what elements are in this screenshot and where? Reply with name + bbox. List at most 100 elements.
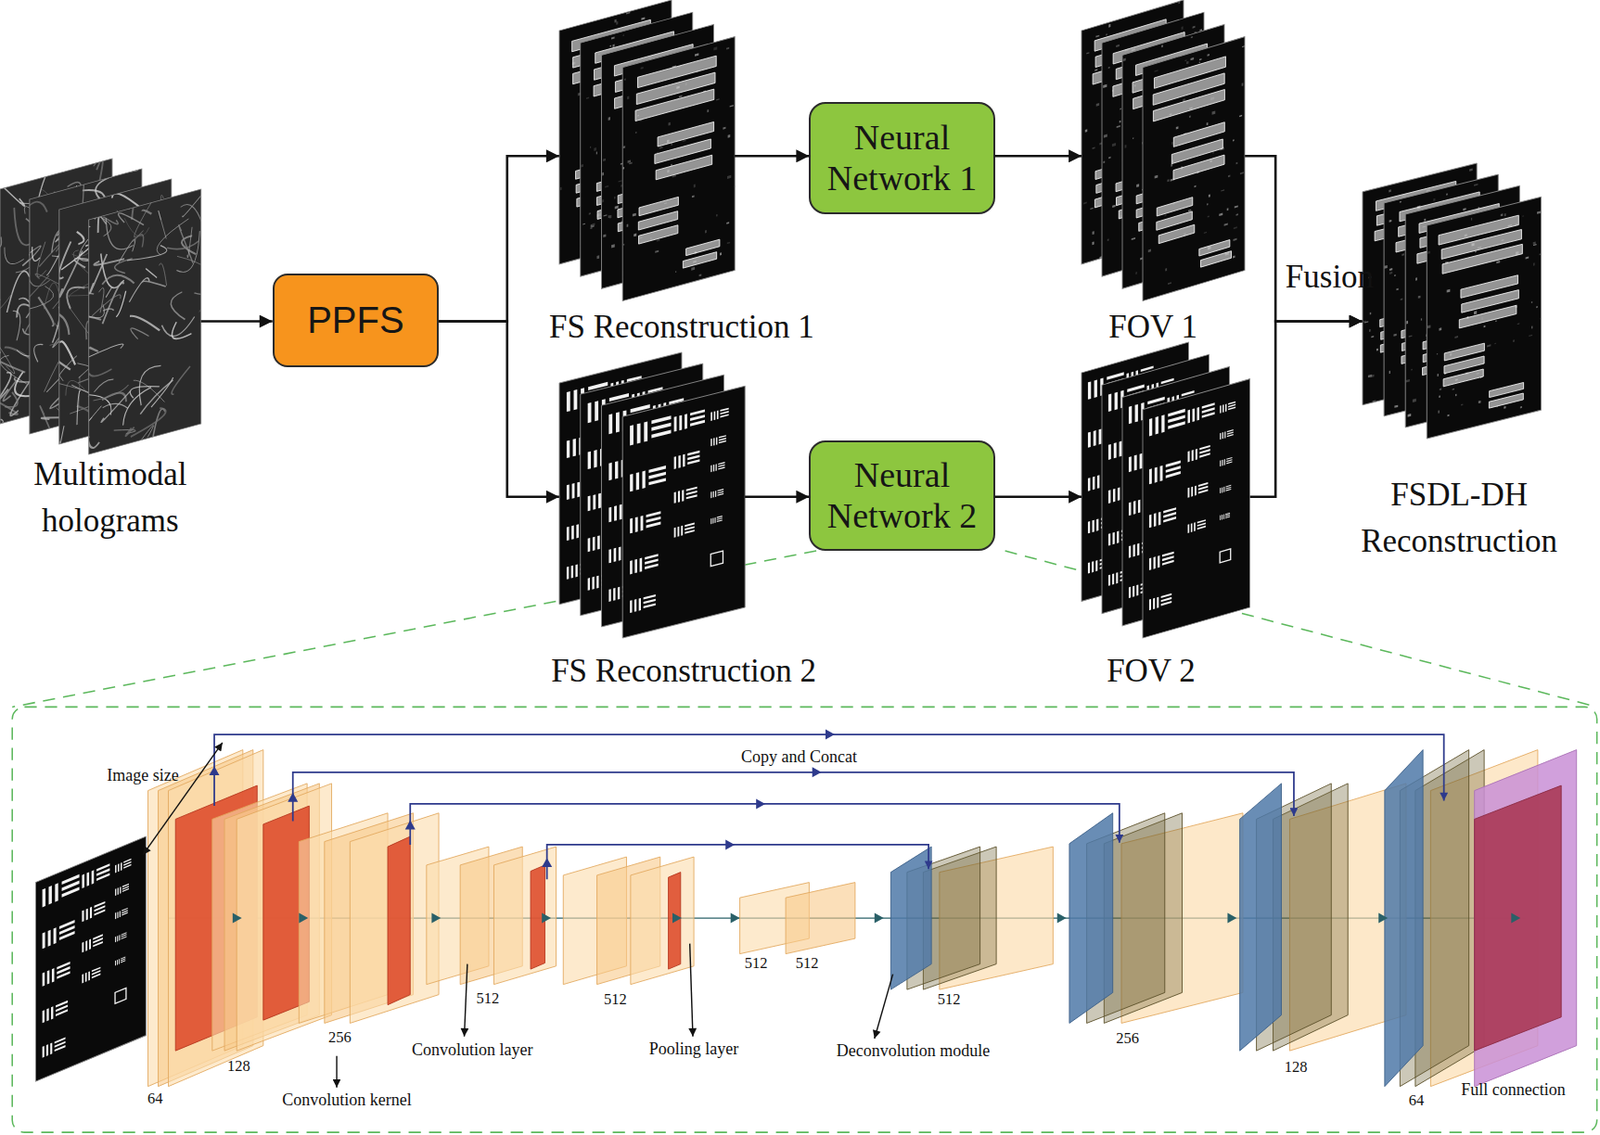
target-bar [115, 936, 116, 943]
image-caption: FOV 2 [1069, 648, 1233, 695]
speckle [1212, 110, 1216, 115]
target-bar [1128, 545, 1131, 558]
conv-slab [349, 813, 439, 1024]
speckle [1236, 162, 1239, 165]
target-bar [1165, 471, 1181, 479]
target-bar [566, 391, 571, 412]
target-bar [713, 463, 715, 472]
target-bar [719, 413, 729, 418]
target-bar [644, 563, 659, 569]
fringe-curve [115, 424, 154, 454]
fringe-curve [105, 287, 112, 297]
fringe-curve [93, 254, 125, 268]
sheet-bg [622, 37, 735, 302]
target-bar [1094, 379, 1098, 397]
speckle [560, 187, 562, 192]
speckle [1090, 207, 1094, 210]
speckle [729, 104, 733, 108]
speckle [1420, 318, 1422, 320]
speckle [627, 159, 630, 163]
image-stack: FOV 2 [1081, 342, 1251, 639]
flow-arrow [874, 913, 884, 924]
image-sheet [1142, 36, 1245, 301]
target-bar [115, 865, 116, 874]
image-caption: Multimodal holograms [8, 451, 213, 545]
sheet-content [42, 852, 132, 1058]
target-square [115, 987, 127, 1004]
skip-connection [293, 772, 1294, 822]
fringe-curve [0, 344, 26, 383]
speckle [1364, 320, 1369, 323]
target-bar [635, 516, 639, 533]
fringe-curve [93, 378, 114, 392]
target-bar [716, 492, 724, 496]
target-bar [1108, 443, 1112, 460]
target-bar [690, 414, 705, 422]
speckle [617, 179, 622, 182]
target-bar [588, 450, 591, 469]
fringe-curve [110, 189, 130, 215]
target-bar [651, 429, 671, 438]
speckle [1181, 25, 1184, 30]
target-bar [1088, 431, 1091, 448]
deconv-slab [1240, 783, 1282, 1051]
target-bar [1221, 486, 1223, 493]
speckle [1227, 207, 1229, 211]
skip-arrow [755, 798, 766, 809]
speckle [614, 196, 615, 200]
speckle [1395, 288, 1398, 292]
sheet-border [36, 836, 147, 1082]
target-bar [718, 435, 727, 438]
speckle [1388, 219, 1392, 223]
skip-connection [409, 804, 1120, 845]
speckle [1171, 141, 1174, 145]
target-bar [644, 558, 659, 564]
speckle [611, 37, 615, 40]
flow-arrow [541, 913, 551, 924]
target-bar [641, 470, 645, 488]
flow-arrow [1057, 913, 1067, 924]
target-bar [608, 549, 612, 564]
speckle [589, 146, 591, 149]
target-bar [1153, 512, 1156, 527]
target-bar [87, 871, 90, 886]
fringe-curve [177, 247, 202, 285]
target-bar [686, 490, 698, 496]
sheet-content [1148, 41, 1245, 291]
target-bar [678, 454, 680, 468]
target-bar [687, 454, 700, 461]
speckle [1176, 126, 1179, 129]
target-bar [629, 473, 633, 491]
target-bar [115, 912, 116, 920]
target-bar [716, 517, 723, 521]
target-bar [645, 515, 661, 523]
speckle [609, 45, 611, 48]
target-bar [1228, 403, 1236, 408]
target-bar [42, 1010, 45, 1024]
target-bar [674, 416, 678, 433]
target-bar [1193, 522, 1196, 532]
speckle [1190, 36, 1193, 39]
speckle [596, 151, 598, 154]
speckle [1092, 241, 1095, 245]
target-bar [1134, 454, 1138, 471]
target-bar [62, 886, 80, 897]
speckle [667, 122, 670, 127]
speckle [1399, 201, 1402, 204]
fringe-curve [171, 317, 192, 340]
image-sheet [622, 385, 745, 639]
target-bar [651, 415, 671, 424]
target-bar [1137, 542, 1140, 555]
target-bar [571, 524, 575, 539]
fringe-curve [68, 300, 91, 344]
target-bar [643, 602, 656, 609]
target-bar [1225, 512, 1230, 514]
target-bar [1167, 408, 1185, 417]
target-bar [690, 419, 705, 426]
speckle [620, 184, 623, 188]
speckle [602, 233, 606, 238]
target-bar [1226, 459, 1232, 462]
fringe-curve [140, 379, 173, 414]
fringe-curve [102, 269, 134, 293]
target-bar [119, 886, 121, 895]
